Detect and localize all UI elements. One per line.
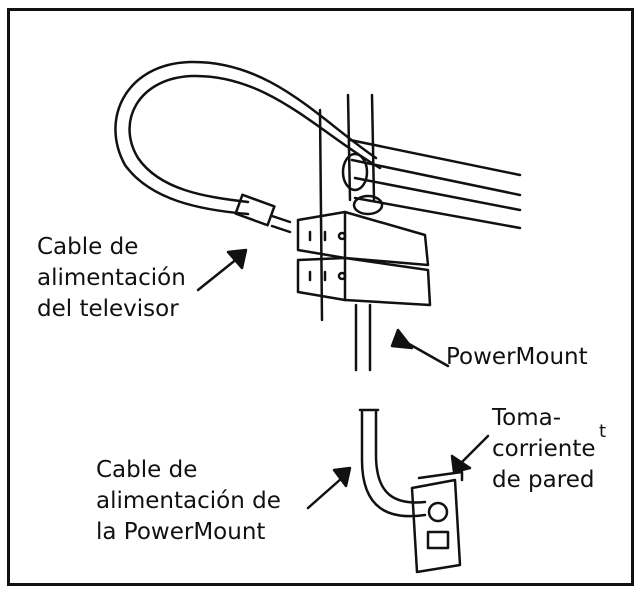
label-powermount: PowerMount <box>446 342 588 373</box>
tv-power-cable <box>114 60 382 234</box>
stray-letter: t <box>599 421 607 442</box>
wall-outlet <box>410 470 464 574</box>
label-line: corriente <box>492 436 596 462</box>
label-line: Toma- <box>492 405 562 431</box>
powermount-cable <box>354 303 427 518</box>
label-line: del televisor <box>37 296 179 322</box>
arrow-tv-cable <box>196 248 248 292</box>
powermount-unit <box>296 210 432 307</box>
wall-bracket <box>318 93 522 322</box>
label-wall-outlet: Toma- corriente de pared <box>492 403 596 496</box>
label-line: la PowerMount <box>96 519 266 545</box>
arrow-powermount-cable <box>306 466 352 510</box>
label-line: alimentación <box>37 265 186 291</box>
label-line: alimentación de <box>96 488 281 514</box>
label-line: Cable de <box>37 234 139 260</box>
arrow-outlet <box>450 434 490 474</box>
arrow-powermount <box>390 328 450 368</box>
label-line: PowerMount <box>446 344 588 370</box>
label-line: de pared <box>492 467 595 493</box>
label-powermount-cable: Cable de alimentación de la PowerMount <box>96 455 281 548</box>
label-tv-power-cable: Cable de alimentación del televisor <box>37 232 186 325</box>
label-line: Cable de <box>96 457 198 483</box>
